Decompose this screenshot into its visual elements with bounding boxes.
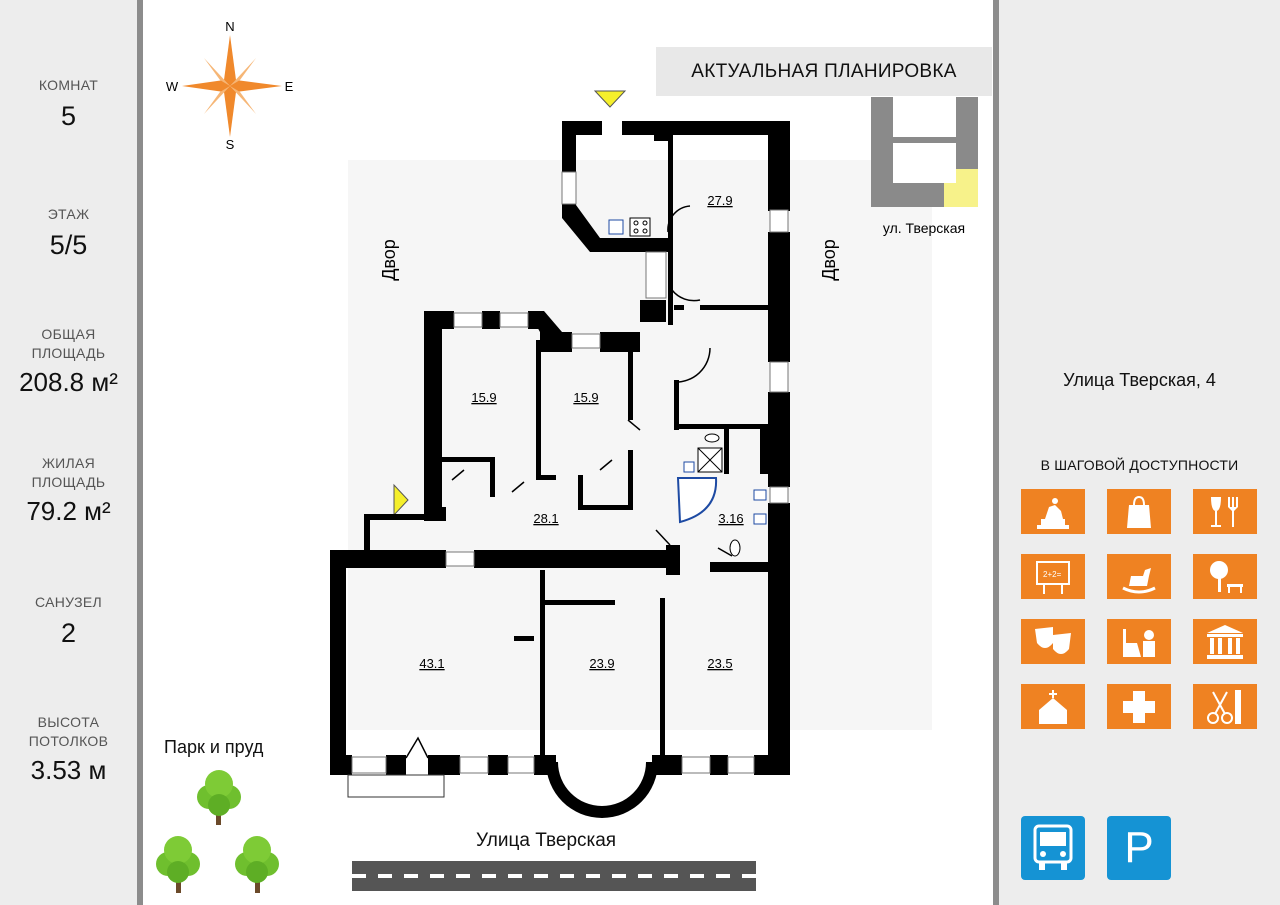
bus-icon — [1021, 816, 1085, 880]
church-icon — [1021, 684, 1085, 729]
entrance-marker-top-icon — [593, 90, 627, 108]
rooms-label: КОМНАТ — [38, 77, 99, 93]
restaurant-icon — [1193, 489, 1257, 534]
education-icon — [1107, 619, 1171, 664]
bathrooms-value: 2 — [60, 618, 77, 648]
floor-label: ЭТАЖ — [47, 206, 90, 222]
hospital-icon — [1107, 684, 1171, 729]
bathrooms-stat: САНУЗЕЛ 2 — [0, 593, 137, 650]
stats-panel: КОМНАТ 5 ЭТАЖ 5/5 ОБЩАЯ ПЛОЩАДЬ 208.8 м²… — [0, 0, 137, 905]
room-area-label: 43.1 — [419, 656, 444, 671]
kindergarten-icon — [1107, 554, 1171, 599]
compass-n: N — [225, 19, 234, 34]
nearby-title: В ШАГОВОЙ ДОСТУПНОСТИ — [1040, 457, 1239, 473]
compass-rose-icon: N S W E — [166, 19, 294, 152]
ceiling-value: 3.53 м — [30, 755, 107, 785]
plan-doors — [405, 205, 733, 759]
school-icon: 2+2= — [1021, 554, 1085, 599]
plan-walls — [330, 121, 790, 818]
room-area-label: 23.5 — [707, 656, 732, 671]
compass-e: E — [285, 79, 294, 94]
room-area-label: 23.9 — [589, 656, 614, 671]
info-panel: Улица Тверская, 4 В ШАГОВОЙ ДОСТУПНОСТИ … — [999, 0, 1280, 905]
living-area-label-2: ПЛОЩАДЬ — [31, 474, 106, 490]
room-area-label: 3.16 — [718, 511, 743, 526]
minimap-street-label: ул. Тверская — [883, 220, 965, 236]
svg-text:2+2=: 2+2= — [1043, 570, 1062, 579]
living-area-value: 79.2 м² — [26, 496, 111, 526]
room-area-label: 27.9 — [707, 193, 732, 208]
park-label: Парк и пруд — [164, 737, 264, 757]
street-label: Улица Тверская — [476, 830, 617, 851]
entrance-marker-left-icon — [393, 483, 409, 517]
plan-windows — [347, 171, 789, 798]
yard-right-label: Двор — [819, 239, 839, 281]
compass-s: S — [226, 137, 235, 152]
plan-shadow — [348, 160, 932, 730]
park-icon — [1193, 554, 1257, 599]
left-divider — [137, 0, 143, 905]
compass-w: W — [166, 79, 179, 94]
ceiling-stat: ВЫСОТА ПОТОЛКОВ 3.53 м — [0, 713, 137, 787]
floor-value: 5/5 — [49, 230, 88, 260]
room-area-label: 15.9 — [471, 390, 496, 405]
address: Улица Тверская, 4 — [1063, 370, 1216, 390]
plan-banner: АКТУАЛЬНАЯ ПЛАНИРОВКА — [656, 47, 992, 96]
theatre-icon — [1021, 619, 1085, 664]
rooms-stat: КОМНАТ 5 — [0, 76, 137, 133]
total-area-label-1: ОБЩАЯ — [41, 326, 96, 342]
parking-label: P — [1124, 823, 1154, 872]
bathroom-fixtures — [608, 217, 767, 557]
barber-icon — [1193, 684, 1257, 729]
total-area-value: 208.8 м² — [19, 367, 118, 397]
floor-stat: ЭТАЖ 5/5 — [0, 205, 137, 262]
museum-icon — [1193, 619, 1257, 664]
total-area-label-2: ПЛОЩАДЬ — [31, 345, 106, 361]
yard-left-label: Двор — [379, 239, 399, 281]
monument-icon — [1021, 489, 1085, 534]
room-area-label: 28.1 — [533, 511, 558, 526]
living-area-stat: ЖИЛАЯ ПЛОЩАДЬ 79.2 м² — [0, 454, 137, 528]
rooms-value: 5 — [60, 101, 77, 131]
ceiling-label-2: ПОТОЛКОВ — [28, 733, 109, 749]
shopping-bag-icon — [1107, 489, 1171, 534]
parking-icon: P — [1107, 816, 1171, 880]
bathrooms-label: САНУЗЕЛ — [35, 594, 102, 610]
building-minimap: ул. Тверская — [871, 97, 978, 236]
road — [352, 861, 756, 891]
total-area-stat: ОБЩАЯ ПЛОЩАДЬ 208.8 м² — [0, 325, 137, 399]
tree-icon — [235, 836, 279, 893]
floor-plan: N S W E ул. Тверская Двор Двор — [156, 19, 978, 893]
living-area-label-1: ЖИЛАЯ — [41, 455, 96, 471]
tree-icon — [156, 836, 200, 893]
right-divider — [993, 0, 999, 905]
ceiling-label-1: ВЫСОТА — [37, 714, 100, 730]
room-area-label: 15.9 — [573, 390, 598, 405]
tree-icon — [197, 770, 241, 825]
